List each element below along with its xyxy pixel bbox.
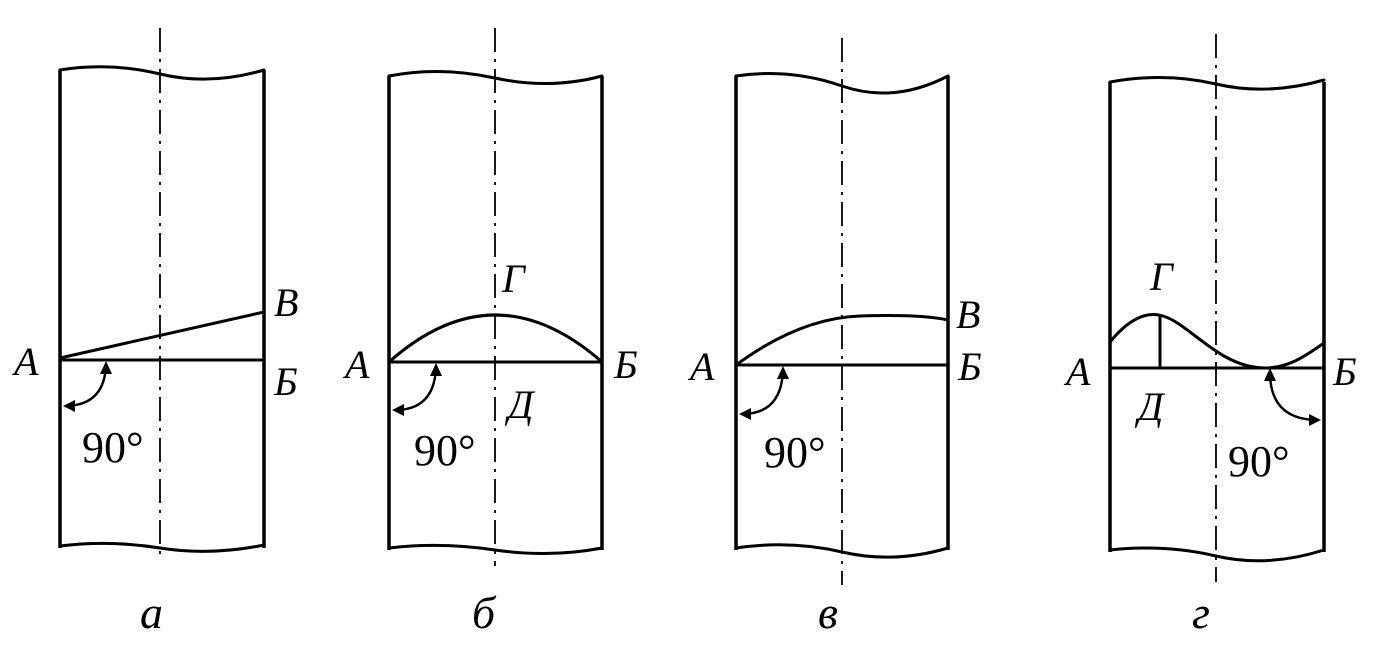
- angle-label: 90°: [82, 423, 144, 472]
- label-b: Б: [957, 344, 982, 389]
- arrow-head-icon: [63, 400, 75, 412]
- panel-b: А Б Г Д 90° б: [342, 28, 638, 638]
- cut-wave-curve: [1108, 313, 1326, 370]
- panel-g: А Б Г Д 90° г: [1063, 34, 1357, 638]
- angle-label: 90°: [764, 428, 826, 477]
- pipe-bottom-break: [387, 543, 604, 556]
- right-angle-arc: [394, 365, 438, 412]
- panel-v: А Б В 90° в: [687, 38, 982, 638]
- arrow-head-icon: [430, 363, 442, 376]
- pipe-bottom-break: [58, 541, 266, 553]
- arrow-head-icon: [100, 361, 112, 374]
- label-a: А: [1063, 349, 1091, 394]
- angle-label: 90°: [1228, 437, 1290, 486]
- label-d: Д: [504, 382, 536, 427]
- label-g: Г: [1149, 254, 1175, 299]
- pipe-bottom-break: [1108, 546, 1326, 563]
- panel-caption: г: [1192, 587, 1210, 638]
- right-angle-arc: [65, 363, 108, 408]
- pipe-top-break: [58, 65, 266, 81]
- right-angle-arc: [741, 368, 785, 416]
- arrow-head-icon: [392, 404, 404, 416]
- cut-curve-av: [734, 314, 950, 367]
- panel-caption: б: [472, 587, 497, 638]
- panel-caption: а: [140, 587, 163, 638]
- angle-label: 90°: [414, 426, 476, 475]
- label-d: Д: [1134, 384, 1166, 429]
- arrow-head-icon: [739, 408, 751, 420]
- label-b: Б: [613, 342, 638, 387]
- arrow-head-icon: [1264, 368, 1276, 381]
- arrow-head-icon: [1309, 414, 1321, 426]
- label-b: Б: [1332, 349, 1357, 394]
- right-angle-arc: [1268, 371, 1319, 422]
- label-v: В: [956, 292, 980, 337]
- label-v: В: [274, 280, 298, 325]
- label-g: Г: [501, 256, 527, 301]
- pipe-top-break: [1108, 75, 1326, 91]
- cut-curve-arc: [387, 313, 604, 364]
- label-b: Б: [273, 359, 298, 404]
- label-a: А: [11, 339, 39, 384]
- panel-caption: в: [818, 587, 838, 638]
- panel-a: А Б В 90° а: [11, 28, 298, 638]
- cut-line-av: [58, 310, 266, 360]
- label-a: А: [687, 344, 715, 389]
- label-a: А: [342, 342, 370, 387]
- arrow-head-icon: [777, 366, 789, 379]
